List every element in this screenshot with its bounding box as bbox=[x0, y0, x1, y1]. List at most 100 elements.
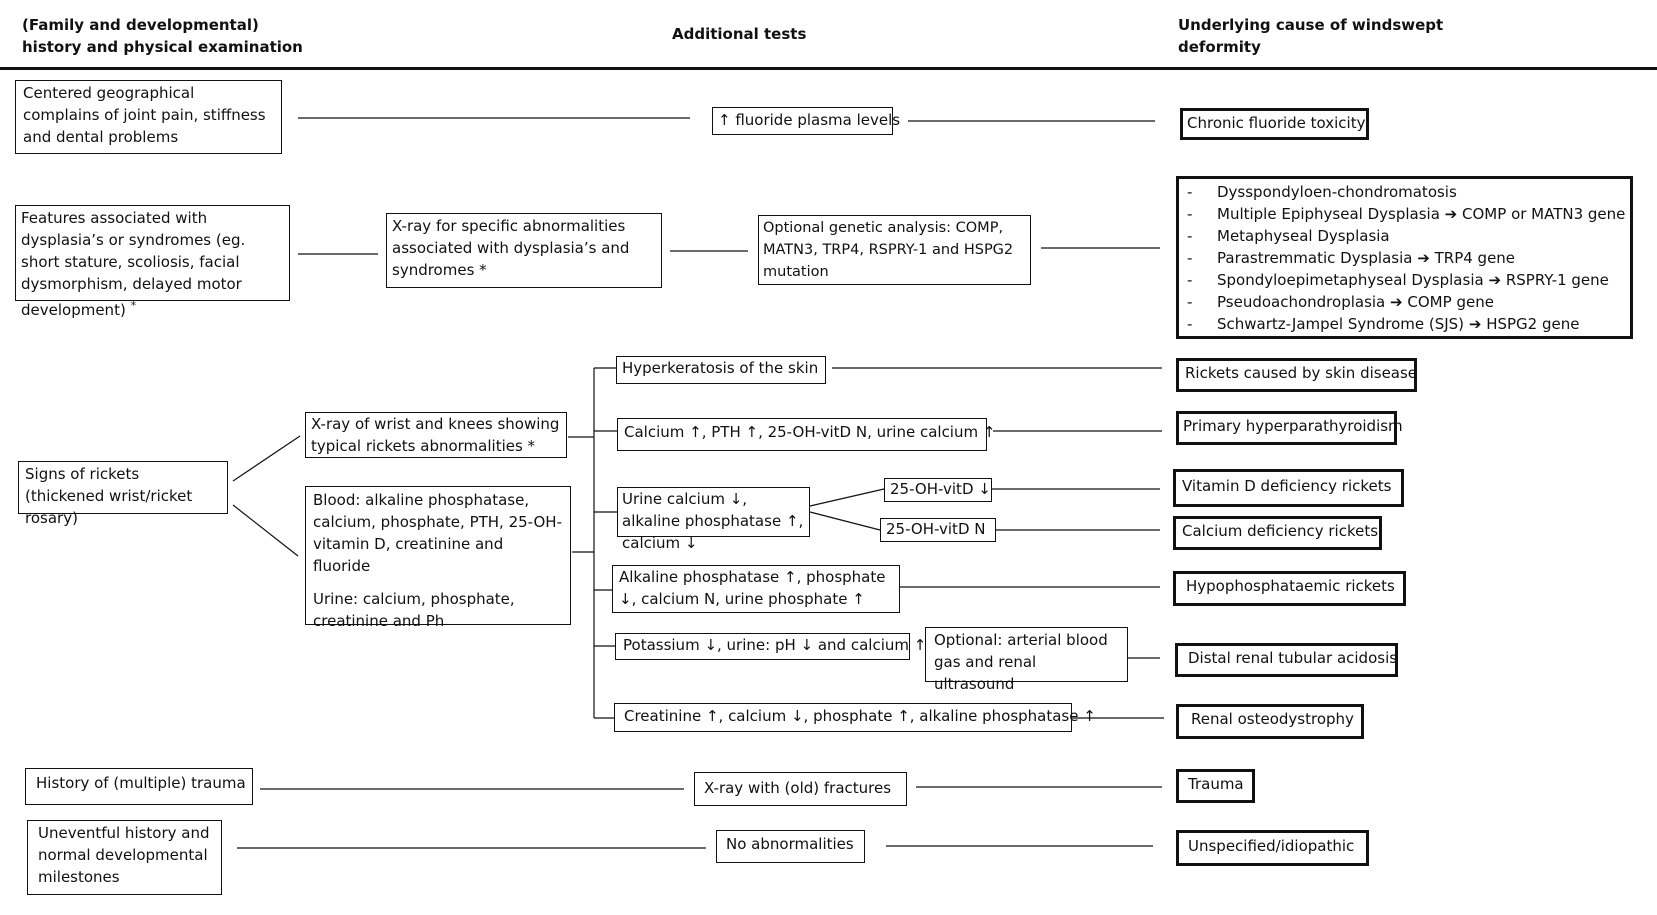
test-potassium-box: Potassium ↓, urine: pH ↓ and calcium ↑ bbox=[615, 633, 926, 660]
history-fluoride-box: Centered geographical complains of joint… bbox=[15, 80, 282, 154]
test-trauma-text: X-ray with (old) fractures bbox=[704, 779, 892, 797]
history-trauma-box: History of (multiple) trauma bbox=[25, 768, 253, 805]
cause-dysplasia-item: - Dysspondyloen-chondromatosis bbox=[1187, 181, 1622, 203]
bullet: - bbox=[1187, 227, 1193, 245]
history-idiopathic-text: Uneventful history and normal developmen… bbox=[38, 824, 210, 886]
cause-dysplasia-item: - Parastremmatic Dysplasia ➔ TRP4 gene bbox=[1187, 247, 1622, 269]
test-vitd-n-text: 25-OH-vitD N bbox=[886, 520, 986, 538]
cause-renal-osteo-box: Renal osteodystrophy bbox=[1176, 704, 1364, 739]
cause-idiopathic-box: Unspecified/idiopathic bbox=[1176, 830, 1369, 866]
arrow-icon: ➔ bbox=[1417, 249, 1430, 267]
cause-dysplasia-name: Parastremmatic Dysplasia bbox=[1217, 249, 1413, 267]
header-tests: Additional tests bbox=[672, 25, 807, 43]
history-dysplasia-text: Features associated with dysplasia’s or … bbox=[21, 209, 246, 319]
cause-dysplasia-item: - Schwartz-Jampel Syndrome (SJS) ➔ HSPG2 … bbox=[1187, 313, 1622, 335]
history-rickets-text: Signs of rickets (thickened wrist/ricket… bbox=[25, 465, 193, 527]
header-cause-line1: Underlying cause of windswept bbox=[1178, 16, 1444, 34]
cause-trauma-text: Trauma bbox=[1188, 775, 1244, 793]
cause-dysplasia-list: - Dysspondyloen-chondromatosis - Multiple … bbox=[1176, 176, 1633, 339]
blood-tests-text: Blood: alkaline phosphatase, calcium, ph… bbox=[313, 491, 563, 575]
test-idiopathic-box: No abnormalities bbox=[716, 830, 865, 863]
cause-dysplasia-name: Dysspondyloen-chondromatosis bbox=[1217, 183, 1457, 201]
arrow-icon: ➔ bbox=[1488, 271, 1502, 289]
test-idiopathic-text: No abnormalities bbox=[726, 835, 854, 853]
cause-dysplasia-name: Spondyloepimetaphyseal Dysplasia bbox=[1217, 271, 1484, 289]
cause-skin-text: Rickets caused by skin disease bbox=[1185, 364, 1418, 382]
history-dysplasia-mark: * bbox=[130, 299, 137, 312]
test-fluoride-text: ↑ fluoride plasma levels bbox=[718, 111, 901, 129]
header-rule bbox=[0, 67, 1657, 70]
test-pth-text: Calcium ↑, PTH ↑, 25-OH-vitD N, urine ca… bbox=[624, 423, 996, 441]
cause-phosphate-box: Hypophosphataemic rickets bbox=[1173, 571, 1406, 606]
cause-dysplasia-name: Schwartz-Jampel Syndrome (SJS) bbox=[1217, 315, 1465, 333]
cause-dysplasia-gene: RSPRY-1 gene bbox=[1505, 271, 1609, 289]
cause-calcium-text: Calcium deficiency rickets bbox=[1182, 522, 1379, 540]
test-optional-blood-gas-box: Optional: arterial blood gas and renal u… bbox=[925, 627, 1128, 693]
header-cause: Underlying cause of windswept deformity bbox=[1178, 14, 1498, 58]
cause-renal-tubular-text: Distal renal tubular acidosis bbox=[1188, 649, 1398, 667]
cause-skin-box: Rickets caused by skin disease bbox=[1176, 358, 1417, 392]
test-fluoride-box: ↑ fluoride plasma levels bbox=[712, 107, 900, 135]
cause-dysplasia-name: Pseudoachondroplasia bbox=[1217, 293, 1386, 311]
cause-dysplasia-gene: COMP or MATN3 gene bbox=[1462, 205, 1626, 223]
cause-renal-tubular-box: Distal renal tubular acidosis bbox=[1175, 643, 1398, 677]
cause-dysplasia-gene: TRP4 gene bbox=[1434, 249, 1516, 267]
bullet: - bbox=[1187, 205, 1193, 223]
test-vitd-n-box: 25-OH-vitD N bbox=[880, 518, 996, 542]
cause-dysplasia-item: - Pseudoachondroplasia ➔ COMP gene bbox=[1187, 291, 1622, 313]
header-cause-line2: deformity bbox=[1178, 38, 1261, 56]
bullet: - bbox=[1187, 183, 1193, 201]
test-optional-blood-gas-text: Optional: arterial blood gas and renal u… bbox=[934, 631, 1108, 693]
history-idiopathic-box: Uneventful history and normal developmen… bbox=[27, 820, 222, 895]
history-trauma-text: History of (multiple) trauma bbox=[36, 774, 246, 792]
test-urine-calcium-box: Urine calcium ↓, alkaline phosphatase ↑,… bbox=[617, 487, 810, 552]
cause-dysplasia-name: Multiple Epiphyseal Dysplasia bbox=[1217, 205, 1440, 223]
blood-urine-box: Blood: alkaline phosphatase, calcium, ph… bbox=[305, 486, 571, 630]
history-dysplasia-box: Features associated with dysplasia’s or … bbox=[15, 205, 290, 319]
test-urine-calcium-text: Urine calcium ↓, alkaline phosphatase ↑,… bbox=[622, 490, 804, 552]
arrow-icon: ➔ bbox=[1468, 315, 1482, 333]
test-potassium-text: Potassium ↓, urine: pH ↓ and calcium ↑ bbox=[623, 636, 927, 654]
cause-dysplasia-gene: COMP gene bbox=[1407, 293, 1494, 311]
cause-dysplasia-item: -Spondyloepimetaphyseal Dysplasia ➔ RSPR… bbox=[1187, 269, 1622, 291]
cause-pth-box: Primary hyperparathyroidism bbox=[1176, 411, 1403, 445]
test-pth-box: Calcium ↑, PTH ↑, 25-OH-vitD N, urine ca… bbox=[617, 418, 995, 451]
bullet: - bbox=[1187, 293, 1193, 311]
xray-rickets-text: X-ray of wrist and knees showing typical… bbox=[311, 415, 560, 455]
genetic-analysis-box: Optional genetic analysis: COMP, MATN3, … bbox=[758, 215, 1031, 285]
genetic-analysis-text: Optional genetic analysis: COMP, MATN3, … bbox=[763, 220, 1014, 280]
arrow-icon: ➔ bbox=[1390, 293, 1403, 311]
xray-dysplasia-box: X-ray for specific abnormalities associa… bbox=[386, 213, 662, 288]
history-rickets-box: Signs of rickets (thickened wrist/ricket… bbox=[18, 461, 228, 527]
urine-tests-text: Urine: calcium, phosphate, creatinine an… bbox=[313, 590, 515, 630]
xray-rickets-box: X-ray of wrist and knees showing typical… bbox=[305, 412, 567, 458]
header-history-line2: history and physical examination bbox=[22, 38, 303, 56]
cause-dysplasia-item: - Metaphyseal Dysplasia bbox=[1187, 225, 1622, 247]
cause-dysplasia-item: - Multiple Epiphyseal Dysplasia ➔ COMP or… bbox=[1187, 203, 1626, 225]
xray-dysplasia-text: X-ray for specific abnormalities associa… bbox=[392, 217, 630, 279]
test-phosphate-box: Alkaline phosphatase ↑, phosphate ↓, cal… bbox=[612, 565, 900, 613]
cause-fluoride-text: Chronic fluoride toxicity bbox=[1187, 114, 1366, 132]
header-history-line1: (Family and developmental) bbox=[22, 16, 259, 34]
test-trauma-box: X-ray with (old) fractures bbox=[694, 772, 907, 806]
test-skin-text: Hyperkeratosis of the skin bbox=[622, 359, 819, 377]
cause-fluoride-box: Chronic fluoride toxicity bbox=[1180, 108, 1369, 140]
bullet: - bbox=[1187, 315, 1193, 333]
arrow-icon: ➔ bbox=[1444, 205, 1458, 223]
test-vitd-low-box: 25-OH-vitD ↓ bbox=[884, 478, 992, 502]
cause-dysplasia-gene: HSPG2 gene bbox=[1486, 315, 1580, 333]
test-skin-box: Hyperkeratosis of the skin bbox=[616, 356, 826, 384]
cause-trauma-box: Trauma bbox=[1176, 769, 1255, 803]
cause-vitd-box: Vitamin D deficiency rickets bbox=[1173, 469, 1404, 507]
cause-pth-text: Primary hyperparathyroidism bbox=[1183, 417, 1403, 435]
cause-dysplasia-name: Metaphyseal Dysplasia bbox=[1217, 227, 1390, 245]
bullet: - bbox=[1187, 249, 1193, 267]
test-creatinine-box: Creatinine ↑, calcium ↓, phosphate ↑, al… bbox=[614, 703, 1096, 732]
cause-renal-osteo-text: Renal osteodystrophy bbox=[1191, 710, 1354, 728]
history-fluoride-text: Centered geographical complains of joint… bbox=[23, 84, 266, 146]
cause-idiopathic-text: Unspecified/idiopathic bbox=[1188, 837, 1355, 855]
header-history: (Family and developmental) history and p… bbox=[22, 14, 322, 58]
test-phosphate-text: Alkaline phosphatase ↑, phosphate ↓, cal… bbox=[619, 568, 886, 608]
xray-dysplasia-mark: * bbox=[479, 261, 487, 279]
